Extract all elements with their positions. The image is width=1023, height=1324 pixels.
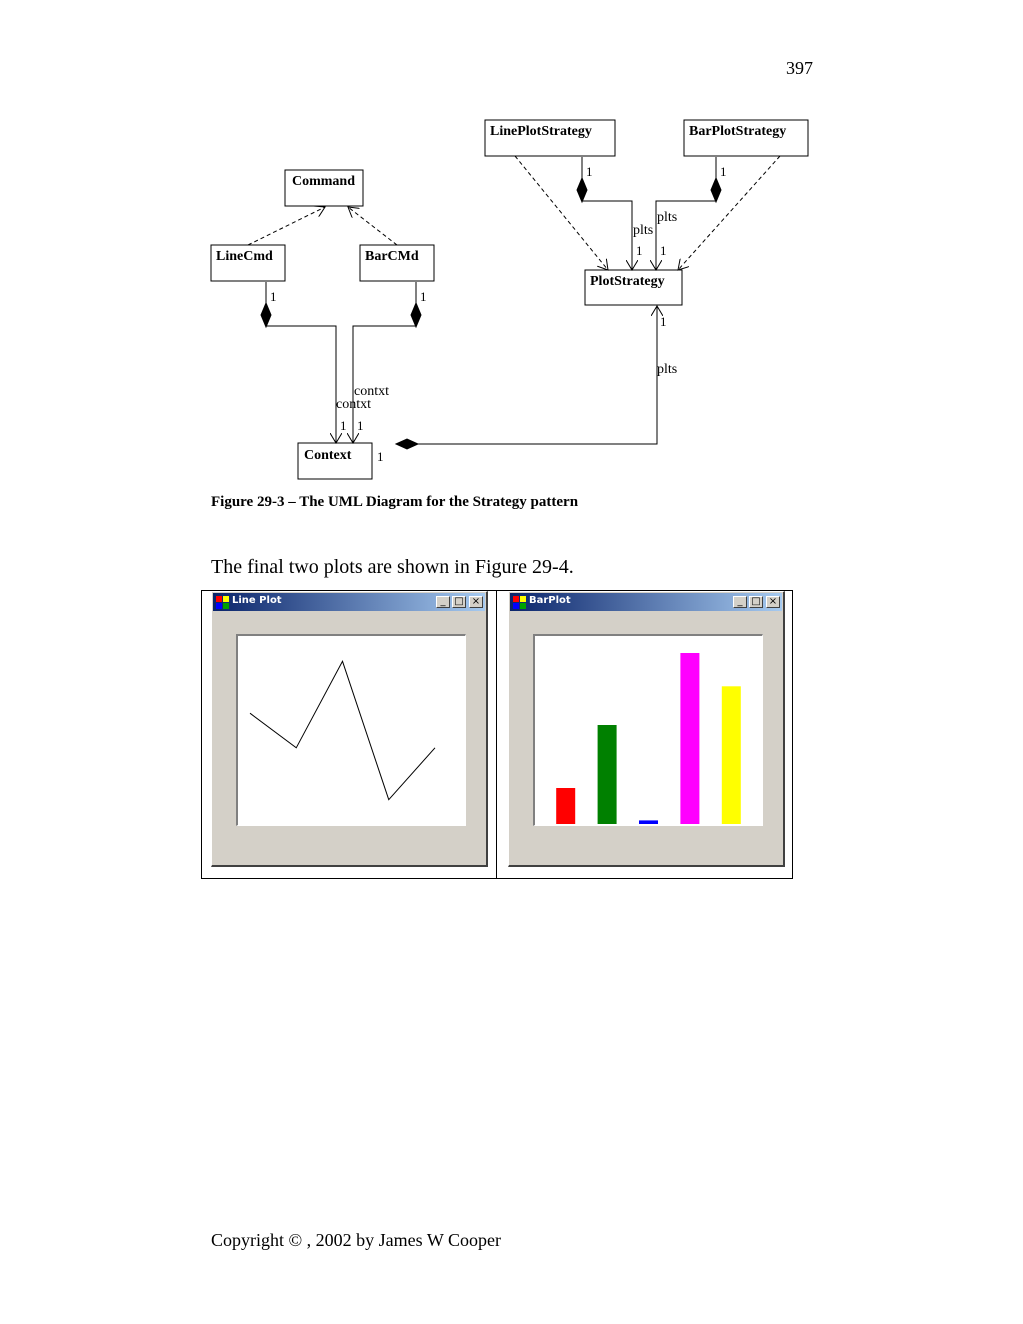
close-button[interactable]: × — [766, 596, 780, 608]
class-label: Command — [292, 174, 355, 189]
figure-caption: Figure 29-3 – The UML Diagram for the St… — [211, 494, 579, 510]
class-linecmd: LineCmd — [210, 244, 286, 282]
class-plotstrategy: PlotStrategy — [584, 269, 683, 306]
title-bar[interactable]: Line Plot _ □ × — [213, 593, 485, 611]
bar — [597, 725, 617, 824]
maximize-button[interactable]: □ — [452, 596, 466, 608]
svg-text:1: 1 — [586, 164, 593, 179]
bar — [639, 820, 658, 824]
class-lineplotstrategy: LinePlotStrategy — [484, 119, 616, 157]
svg-text:1: 1 — [720, 164, 727, 179]
bar-chart — [556, 653, 741, 824]
minimize-button[interactable]: _ — [436, 596, 450, 608]
class-label: Context — [304, 448, 352, 463]
class-command: Command — [284, 169, 364, 207]
class-label: BarPlotStrategy — [689, 124, 786, 139]
bar — [556, 788, 576, 824]
copyright-footer: Copyright © , 2002 by James W Cooper — [211, 1230, 501, 1250]
line-plot-canvas — [236, 634, 466, 826]
page-number: 397 — [786, 58, 813, 78]
line-chart — [249, 660, 436, 801]
class-label: BarCMd — [365, 249, 419, 264]
maximize-button[interactable]: □ — [749, 596, 763, 608]
bar — [680, 653, 700, 824]
role-contxt: contxt — [336, 397, 371, 412]
line-plot-window: Line Plot _ □ × — [211, 591, 488, 867]
svg-text:1: 1 — [636, 243, 643, 258]
title-bar[interactable]: BarPlot _ □ × — [510, 593, 782, 611]
class-barplotstrategy: BarPlotStrategy — [683, 119, 809, 157]
body-paragraph: The final two plots are shown in Figure … — [211, 556, 574, 578]
app-icon — [513, 596, 526, 609]
close-button[interactable]: × — [469, 596, 483, 608]
role-plts: plts — [633, 223, 653, 238]
svg-text:1: 1 — [420, 289, 427, 304]
role-plts: plts — [657, 210, 677, 225]
class-label: PlotStrategy — [590, 274, 665, 289]
uml-diagram: Command LineCmd BarCMd Context LinePlotS… — [210, 119, 809, 480]
role-contxt: contxt — [354, 384, 389, 399]
role-plts: plts — [657, 362, 677, 377]
class-context: Context — [297, 442, 373, 480]
role-labels: contxt contxt plts plts plts — [336, 210, 677, 412]
figure-divider — [496, 591, 497, 879]
window-title: BarPlot — [529, 595, 571, 606]
window-title: Line Plot — [232, 595, 282, 606]
bar-plot-canvas — [533, 634, 763, 826]
svg-text:1: 1 — [377, 449, 384, 464]
multiplicities: 1 1 1 1 1 1 1 1 1 1 — [270, 164, 727, 464]
svg-text:1: 1 — [660, 243, 667, 258]
svg-text:1: 1 — [357, 418, 364, 433]
class-label: LinePlotStrategy — [490, 124, 592, 139]
minimize-button[interactable]: _ — [733, 596, 747, 608]
composition-diamonds — [260, 176, 722, 450]
realization-arrows — [247, 155, 781, 270]
bar — [721, 686, 741, 824]
series-line — [249, 660, 436, 801]
svg-text:1: 1 — [270, 289, 277, 304]
svg-text:1: 1 — [340, 418, 347, 433]
figure-frame — [201, 590, 793, 879]
bar-plot-window: BarPlot _ □ × — [508, 591, 785, 867]
class-label: LineCmd — [216, 249, 273, 264]
app-icon — [216, 596, 229, 609]
class-barcmd: BarCMd — [359, 244, 435, 282]
svg-text:1: 1 — [660, 314, 667, 329]
